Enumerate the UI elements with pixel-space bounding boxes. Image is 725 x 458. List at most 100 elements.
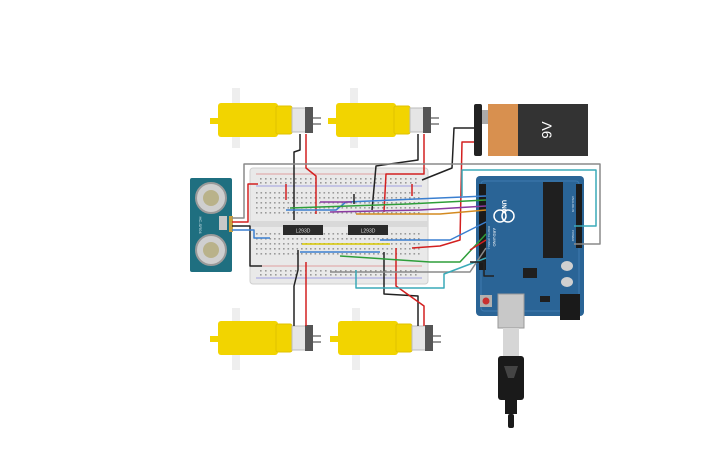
breadboard-hole: [418, 253, 420, 255]
l293d-chip-right[interactable]: L293D: [348, 225, 388, 235]
breadboard-hole: [409, 238, 411, 240]
motor-bottom-right[interactable]: [330, 308, 441, 370]
breadboard-hole: [270, 178, 272, 180]
breadboard-hole: [382, 202, 384, 204]
breadboard-hole: [364, 197, 366, 199]
breadboard-hole: [350, 238, 353, 240]
wire-motor-bl-a[interactable]: [293, 250, 299, 326]
wire-sensor-5v[interactable]: [232, 183, 258, 223]
breadboard-hole: [269, 207, 272, 209]
wire-signal-2[interactable]: [289, 199, 487, 209]
wire-motor-br-b[interactable]: [395, 248, 425, 326]
wire-sensor-gnd[interactable]: [232, 225, 262, 267]
breadboard-hole: [337, 233, 339, 235]
breadboard-hole: [380, 274, 382, 276]
l293d-chip-left[interactable]: L293D: [283, 225, 323, 235]
wire-sensor-vcc[interactable]: [232, 163, 601, 245]
breadboard-hole: [355, 248, 357, 250]
breadboard-hole: [269, 238, 272, 240]
breadboard-hole: [323, 248, 326, 250]
wire-motor-tl-a[interactable]: [293, 134, 301, 220]
wire-battery-negative[interactable]: [421, 127, 474, 181]
breadboard-hole: [364, 238, 366, 240]
breadboard-hole: [415, 178, 417, 180]
battery-9v[interactable]: 9V: [474, 104, 588, 156]
breadboard-hole: [395, 233, 398, 235]
breadboard-hole: [278, 197, 281, 199]
breadboard-hole: [300, 270, 302, 272]
breadboard-hole: [296, 202, 299, 204]
breadboard-hole: [332, 212, 335, 214]
breadboard-hole: [256, 248, 258, 250]
wire-signal-4[interactable]: [356, 209, 487, 215]
usb-cable[interactable]: [498, 328, 524, 428]
breadboard-hole: [404, 238, 407, 240]
wire-motor-tr-b[interactable]: [383, 134, 425, 213]
arduino-brand-label: ARDUINO: [492, 228, 497, 246]
motor-top-right[interactable]: [328, 88, 439, 148]
breadboard-hole: [330, 274, 332, 276]
breadboard-hole: [400, 233, 402, 235]
wire-arduino-vin[interactable]: [469, 239, 487, 251]
breadboard-hole: [382, 192, 384, 194]
motor-bottom-left[interactable]: [210, 308, 321, 370]
wire-sensor-trig[interactable]: [232, 229, 270, 239]
breadboard-hole: [391, 253, 393, 255]
breadboard-hole: [260, 197, 263, 199]
breadboard-hole: [296, 243, 299, 245]
breadboard-hole: [373, 207, 375, 209]
wires: [232, 127, 601, 326]
breadboard-hole: [413, 197, 416, 199]
breadboard-hole: [404, 248, 407, 250]
breadboard-hole: [274, 192, 276, 194]
breadboard-hole: [305, 253, 308, 255]
wire-echo[interactable]: [355, 257, 487, 289]
breadboard-hole: [409, 248, 411, 250]
breadboard-hole: [256, 192, 258, 194]
breadboard-hole: [283, 248, 285, 250]
breadboard-hole: [350, 178, 352, 180]
breadboard-hole: [285, 178, 287, 180]
breadboard-hole: [295, 182, 297, 184]
breadboard-hole: [413, 243, 416, 245]
breadboard-hole: [386, 202, 389, 204]
wire-battery-positive[interactable]: [411, 141, 474, 249]
breadboard-hole: [413, 207, 416, 209]
breadboard[interactable]: [249, 167, 429, 285]
capacitor: [561, 277, 573, 287]
breadboard-hole: [269, 202, 272, 204]
breadboard-hole: [346, 192, 348, 194]
breadboard-hole: [270, 274, 272, 276]
breadboard-hole: [301, 212, 303, 214]
breadboard-hole: [295, 270, 297, 272]
wire-motor-tr-a[interactable]: [371, 134, 419, 211]
breadboard-hole: [350, 253, 353, 255]
breadboard-hole: [377, 207, 380, 209]
breadboard-hole: [285, 270, 287, 272]
breadboard-hole: [292, 238, 294, 240]
breadboard-hole: [332, 238, 335, 240]
arduino-uno[interactable]: UNO ARDUINO DIGITAL (PWM~) ANALOG IN POW…: [476, 176, 584, 329]
breadboard-hole: [283, 197, 285, 199]
breadboard-hole: [341, 253, 344, 255]
breadboard-hole: [400, 253, 402, 255]
wire-signal-7[interactable]: [330, 247, 487, 273]
breadboard-hole: [265, 212, 267, 214]
wire-signal-5[interactable]: [380, 221, 487, 241]
motor-top-left[interactable]: [210, 88, 321, 148]
breadboard-hole: [292, 248, 294, 250]
wire-motor-tl-b[interactable]: [305, 134, 317, 214]
wire-signal-3[interactable]: [329, 205, 487, 213]
wire-arduino-gnd[interactable]: [470, 261, 494, 277]
breadboard-hole: [290, 274, 292, 276]
breadboard-hole: [278, 253, 281, 255]
breadboard-hole: [400, 178, 402, 180]
breadboard-hole: [377, 238, 380, 240]
usb-icon: [504, 366, 518, 378]
ultrasonic-sensor[interactable]: HC-SR04: [190, 178, 233, 272]
breadboard-hole: [319, 238, 321, 240]
wire-aux-teal[interactable]: [461, 169, 597, 227]
wire-motor-br-a[interactable]: [383, 252, 419, 326]
breadboard-hole: [265, 274, 267, 276]
